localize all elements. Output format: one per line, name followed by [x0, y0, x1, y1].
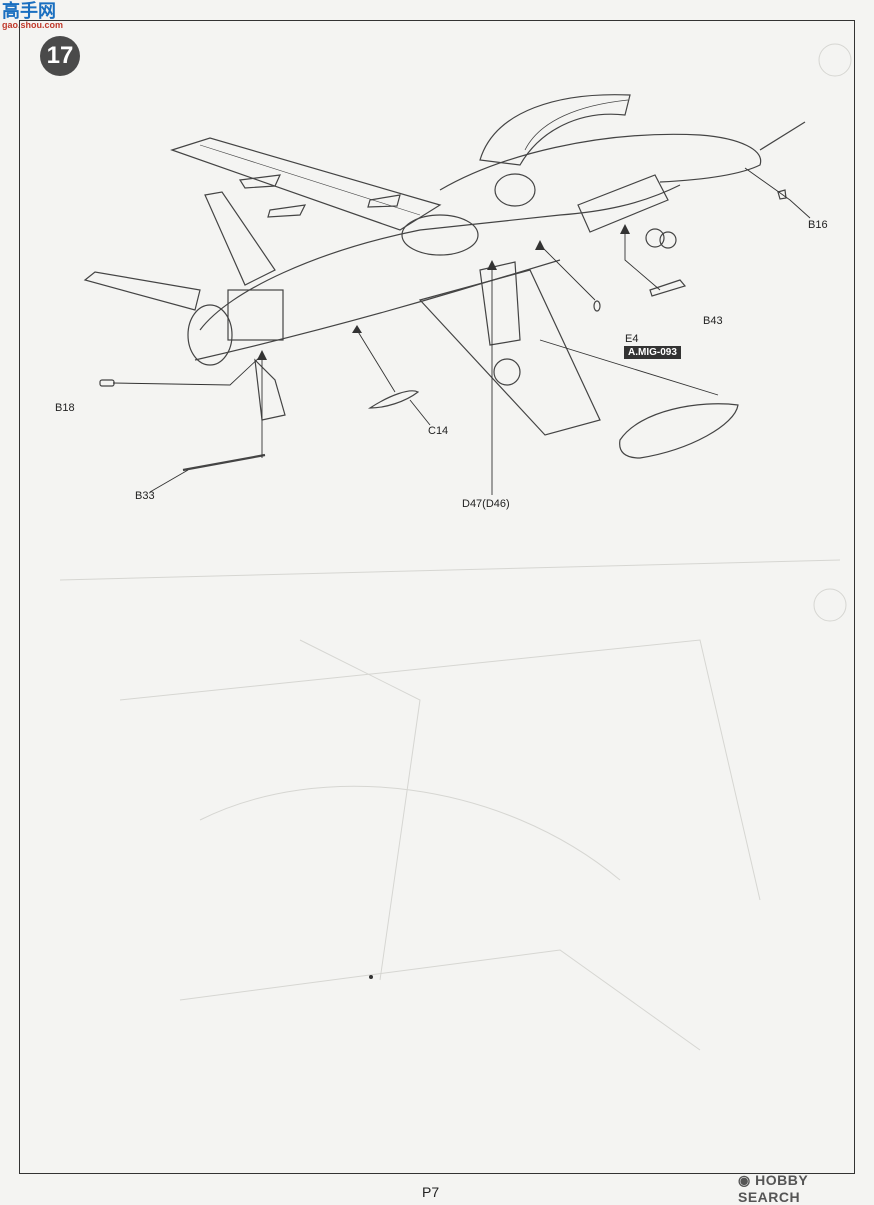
label-b33: B33: [135, 490, 155, 502]
part-c14: [367, 390, 420, 409]
label-b43: B43: [703, 315, 723, 327]
label-b18: B18: [55, 402, 75, 414]
part-b18: [99, 379, 115, 387]
step-number-badge: 17: [40, 36, 80, 76]
part-b16: [777, 189, 787, 200]
upper-wing: [170, 137, 442, 231]
paint-reference-tag: A.MIG-093: [624, 346, 681, 359]
label-c14: C14: [428, 425, 449, 437]
canopy-part: [479, 94, 631, 166]
horizontal-stabilizer: [83, 271, 201, 311]
page-frame: [19, 20, 855, 1174]
site-logo: 高手网 gao.shou.com: [2, 1, 64, 30]
hobby-search-logo: ◉ HOBBY SEARCH: [738, 1172, 808, 1205]
lower-wing: [418, 269, 601, 436]
part-e4: [593, 300, 601, 312]
engine-nozzle: [187, 304, 233, 366]
ventral-fin: [254, 358, 286, 421]
label-d47: D47(D46): [462, 498, 510, 510]
speck-mark: [369, 975, 373, 979]
nose-wheel: [645, 228, 665, 248]
hobby-search-icon: ◉: [738, 1172, 751, 1188]
fuselage-top: [439, 133, 762, 191]
pitot-probe: [759, 121, 806, 151]
main-gear-door: [479, 261, 521, 346]
part-b33: [182, 453, 266, 472]
label-e4: E4: [625, 333, 639, 345]
vertical-stabilizer: [204, 191, 276, 286]
fuselage-body: [199, 184, 681, 331]
rear-panel-detail: [227, 289, 284, 341]
label-b16: B16: [808, 219, 828, 231]
page-number: P7: [422, 1184, 440, 1200]
drop-tank: [619, 403, 739, 459]
air-intake: [401, 214, 479, 256]
main-wheel: [493, 358, 521, 386]
front-gear-door: [577, 174, 669, 233]
part-b43: [649, 279, 687, 297]
